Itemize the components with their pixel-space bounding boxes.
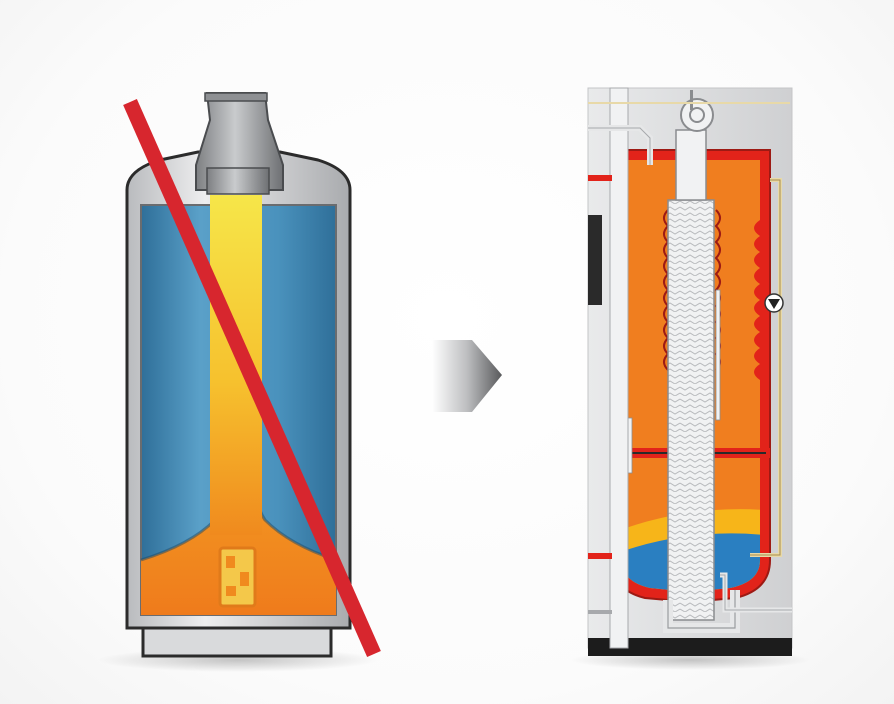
arrow-right-icon: [432, 340, 502, 412]
crossed-out-slash: [123, 98, 381, 658]
conventional-water-heater-icon: [98, 92, 381, 672]
condensing-boiler-cutaway-icon: [570, 87, 810, 670]
